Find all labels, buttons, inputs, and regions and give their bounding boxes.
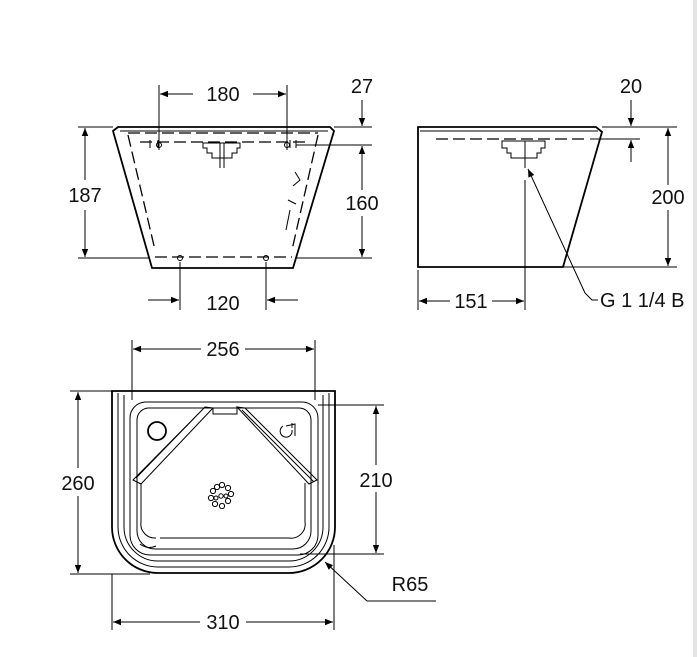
drain-strainer-icon bbox=[207, 481, 235, 510]
radius-leader-line bbox=[324, 561, 368, 602]
right-rib bbox=[235, 406, 318, 485]
side-drain-fitting bbox=[501, 140, 546, 168]
dim-210: 210 bbox=[359, 470, 392, 492]
plan-basin-rim bbox=[129, 401, 319, 556]
scrollbar[interactable] bbox=[693, 0, 697, 657]
dim-310: 310 bbox=[206, 612, 239, 634]
dim-180: 180 bbox=[206, 84, 239, 106]
dim-151: 151 bbox=[454, 291, 487, 313]
tap-hole bbox=[147, 421, 167, 441]
dim-27: 27 bbox=[351, 76, 373, 98]
left-rib bbox=[132, 406, 215, 485]
side-basin-outline bbox=[417, 126, 604, 268]
dim-187: 187 bbox=[68, 185, 101, 207]
plan-view: 256 260 210 310 R65 bbox=[61, 339, 436, 634]
front-basin-outline bbox=[111, 126, 336, 269]
front-drain-fitting bbox=[202, 142, 241, 168]
drain-thread-label: G 1 1/4 B bbox=[600, 290, 685, 312]
dim-r65: R65 bbox=[392, 574, 429, 596]
tap-marking-icon bbox=[279, 423, 296, 438]
side-view: 200 20 151 G 1 1/4 B bbox=[417, 76, 685, 313]
dim-160: 160 bbox=[345, 193, 378, 215]
dim-120: 120 bbox=[206, 293, 239, 315]
dim-200: 200 bbox=[651, 187, 684, 209]
drain-leader-line bbox=[527, 168, 586, 294]
front-view: 180 187 27 160 120 bbox=[68, 76, 378, 315]
dim-256: 256 bbox=[206, 339, 239, 361]
dim-20: 20 bbox=[620, 76, 642, 98]
dim-260: 260 bbox=[61, 473, 94, 495]
plan-outer-outline bbox=[111, 390, 336, 574]
